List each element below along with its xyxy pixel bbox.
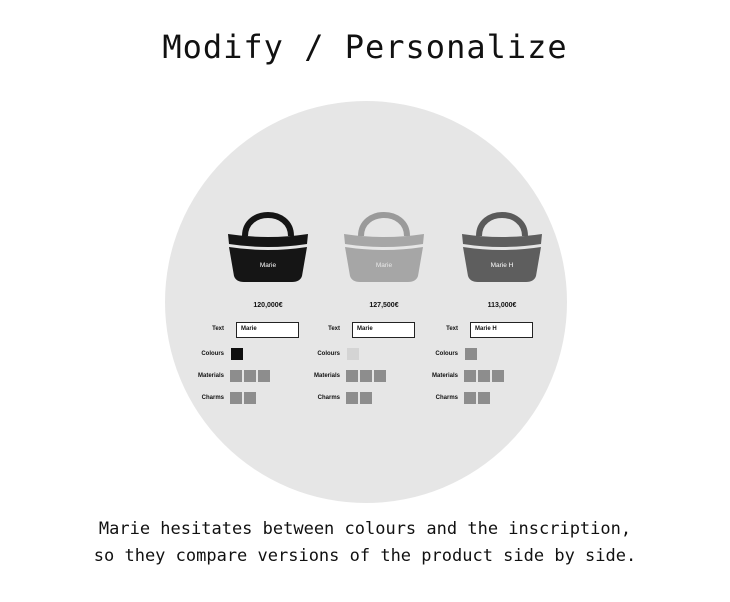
charm-swatch[interactable] [230,392,242,404]
inscription-input[interactable]: Marie [236,322,299,338]
bag-handle [476,212,528,237]
bag-inscription: Marie [376,262,393,269]
charm-swatch[interactable] [360,392,372,404]
text-label: Text [212,326,224,332]
bag-inscription: Marie [260,262,277,269]
text-label: Text [328,326,340,332]
illustration-circle [165,101,567,503]
materials-label: Materials [431,373,458,379]
colour-swatch[interactable] [347,348,359,360]
colours-row: Colours [432,347,552,363]
charms-label: Charms [317,395,340,401]
page-title: Modify / Personalize [162,28,568,66]
charm-swatch[interactable] [244,392,256,404]
text-row: Text Marie [314,322,434,338]
colour-swatch[interactable] [231,348,243,360]
bag-body [463,247,541,282]
bag-illustration: Marie [344,212,424,282]
charms-label: Charms [435,395,458,401]
colours-label: Colours [435,351,458,357]
inscription-input[interactable]: Marie H [470,322,533,338]
materials-row: Materials [198,369,318,385]
material-swatch[interactable] [478,370,490,382]
charm-swatch[interactable] [464,392,476,404]
colours-row: Colours [198,347,318,363]
materials-row: Materials [314,369,434,385]
materials-row: Materials [432,369,552,385]
material-swatch[interactable] [230,370,242,382]
materials-label: Materials [313,373,340,379]
text-row: Text Marie H [432,322,552,338]
materials-label: Materials [197,373,224,379]
price-label: 127,500€ [369,302,399,309]
price-label: 113,000€ [487,302,517,309]
material-swatch[interactable] [464,370,476,382]
material-swatch[interactable] [374,370,386,382]
bag-handle [358,212,410,237]
colours-row: Colours [314,347,434,363]
bag-illustration: Marie [228,212,308,282]
material-swatch[interactable] [244,370,256,382]
colour-swatch[interactable] [465,348,477,360]
bag-inscription: Marie H [491,262,514,269]
inscription-input[interactable]: Marie [352,322,415,338]
price-label: 120,000€ [253,302,283,309]
colours-label: Colours [201,351,224,357]
caption-line-2: so they compare versions of the product … [93,546,637,566]
charms-row: Charms [314,391,434,407]
bag-rim [228,234,308,247]
material-swatch[interactable] [360,370,372,382]
material-swatch[interactable] [492,370,504,382]
colours-label: Colours [317,351,340,357]
bag-body [345,247,423,282]
bag-illustration: Marie H [462,212,542,282]
caption: Marie hesitates between colours and the … [0,516,730,570]
charms-row: Charms [198,391,318,407]
charms-row: Charms [432,391,552,407]
text-row: Text Marie [198,322,318,338]
material-swatch[interactable] [346,370,358,382]
charm-swatch[interactable] [346,392,358,404]
charms-label: Charms [201,395,224,401]
text-label: Text [446,326,458,332]
material-swatch[interactable] [258,370,270,382]
bag-rim [344,234,424,247]
bag-handle [242,212,294,237]
bag-body [229,247,307,282]
caption-line-1: Marie hesitates between colours and the … [98,519,632,539]
bag-rim [462,234,542,247]
charm-swatch[interactable] [478,392,490,404]
